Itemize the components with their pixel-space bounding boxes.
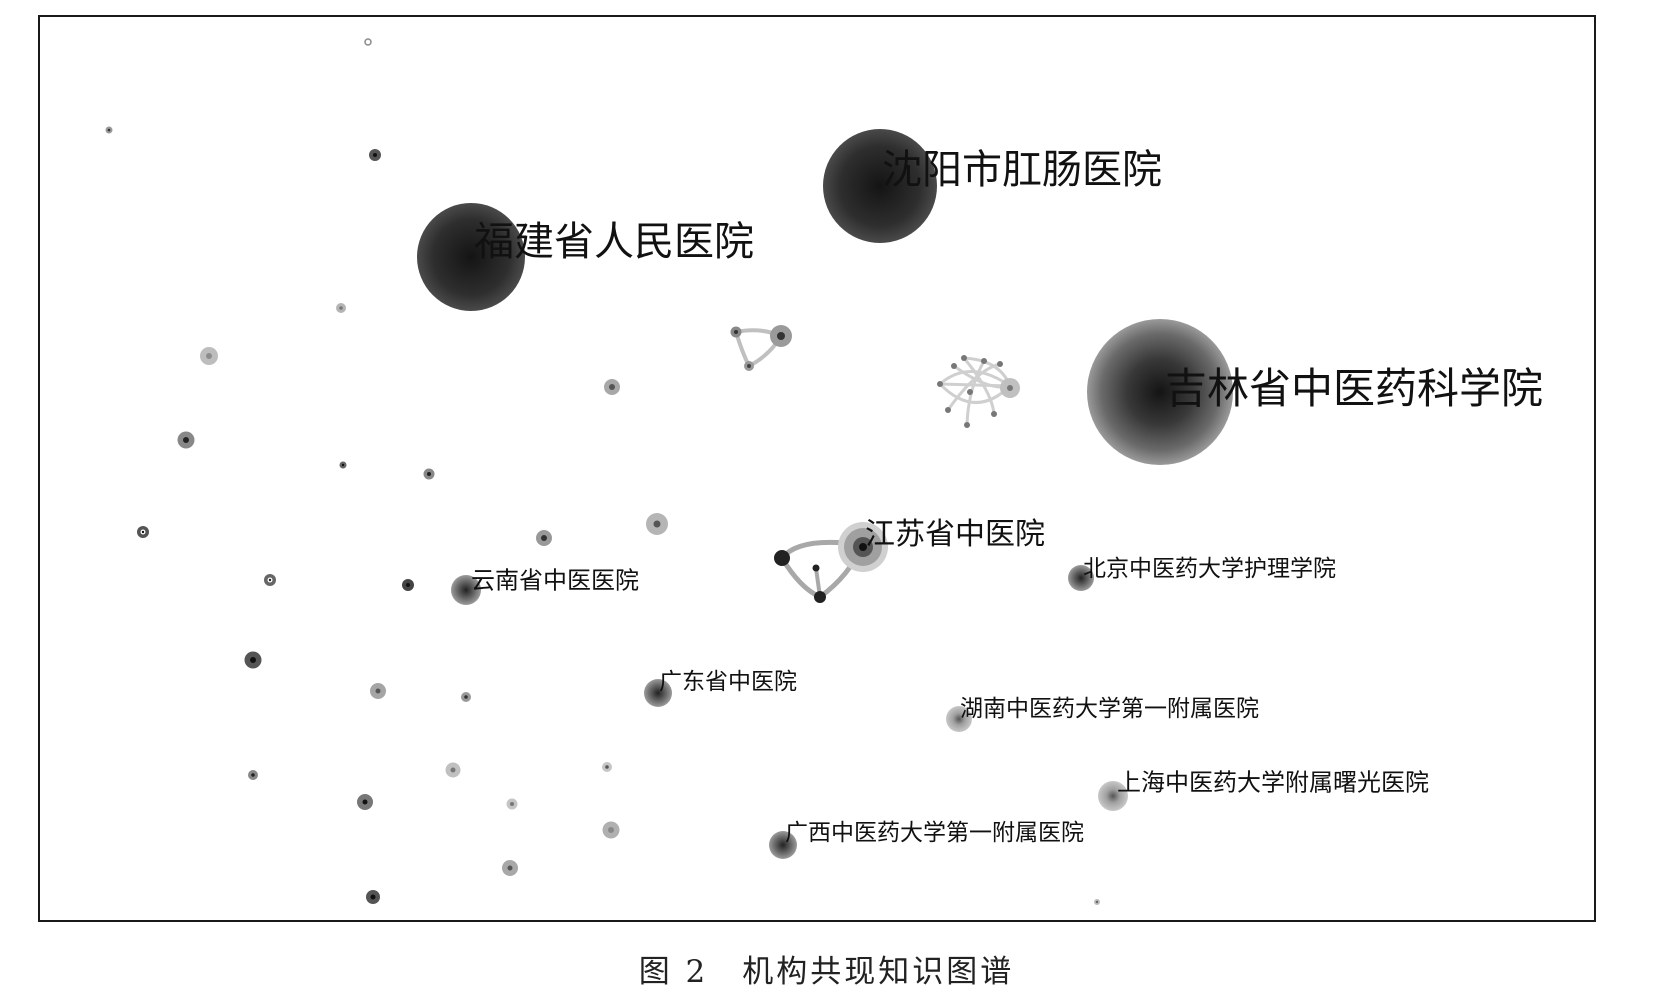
minor-node: [502, 860, 518, 876]
minor-node: [366, 890, 380, 904]
label-jiangsu: 江苏省中医院: [865, 517, 1045, 552]
minor-node: [536, 530, 552, 546]
node-bucm-nursing: [1068, 565, 1094, 591]
label-guangxi: 广西中医药大学第一附属医院: [785, 820, 1084, 846]
cluster-jiangsu-links: [774, 539, 865, 603]
minor-node: [461, 692, 471, 702]
label-yunnan: 云南省中医医院: [471, 567, 639, 595]
minor-node: [602, 762, 612, 772]
node-guangdong: [644, 679, 672, 707]
node-hunan: [946, 706, 972, 732]
minor-node: [402, 579, 414, 591]
minor-node: [264, 574, 276, 586]
minor-node: [177, 431, 195, 449]
minor-nodes: [105, 38, 1100, 905]
minor-node: [336, 303, 346, 313]
node-labels: 吉林省中医药科学院 沈阳市肛肠医院 福建省人民医院 江苏省中医院 北京中医药大学…: [471, 147, 1543, 846]
node-fujian: [417, 203, 525, 311]
minor-node: [248, 770, 258, 780]
node-shanghai: [1098, 781, 1128, 811]
label-hunan: 湖南中医药大学第一附属医院: [960, 696, 1259, 722]
node-shenyang: [823, 129, 937, 243]
minor-node: [646, 513, 668, 535]
cluster-dense: [937, 355, 1020, 428]
label-fujian: 福建省人民医院: [474, 219, 754, 265]
node-jilin: [1087, 319, 1233, 465]
minor-node: [137, 526, 149, 538]
minor-node: [364, 38, 372, 46]
minor-node: [1094, 899, 1100, 905]
label-jilin: 吉林省中医药科学院: [1165, 364, 1543, 413]
minor-node: [200, 347, 218, 365]
label-guangdong: 广东省中医院: [659, 669, 797, 695]
label-bucm-nursing: 北京中医药大学护理学院: [1083, 556, 1336, 582]
minor-node: [369, 149, 381, 161]
minor-node: [602, 821, 620, 839]
figure-frame: [38, 15, 1596, 922]
minor-node: [105, 126, 113, 134]
figure-caption: 图 2 机构共现知识图谱: [638, 954, 1015, 990]
minor-node: [445, 762, 461, 778]
minor-node: [339, 461, 347, 469]
node-yunnan: [451, 575, 481, 605]
minor-node: [423, 468, 435, 480]
cluster-triangle: [730, 325, 792, 371]
minor-node: [357, 794, 373, 810]
minor-node: [244, 651, 262, 669]
minor-node: [370, 683, 386, 699]
minor-node: [604, 379, 620, 395]
node-guangxi: [769, 831, 797, 859]
label-shenyang: 沈阳市肛肠医院: [882, 147, 1162, 193]
minor-node: [506, 798, 518, 810]
label-shanghai: 上海中医药大学附属曙光医院: [1117, 769, 1429, 797]
node-jiangsu: [838, 522, 888, 572]
